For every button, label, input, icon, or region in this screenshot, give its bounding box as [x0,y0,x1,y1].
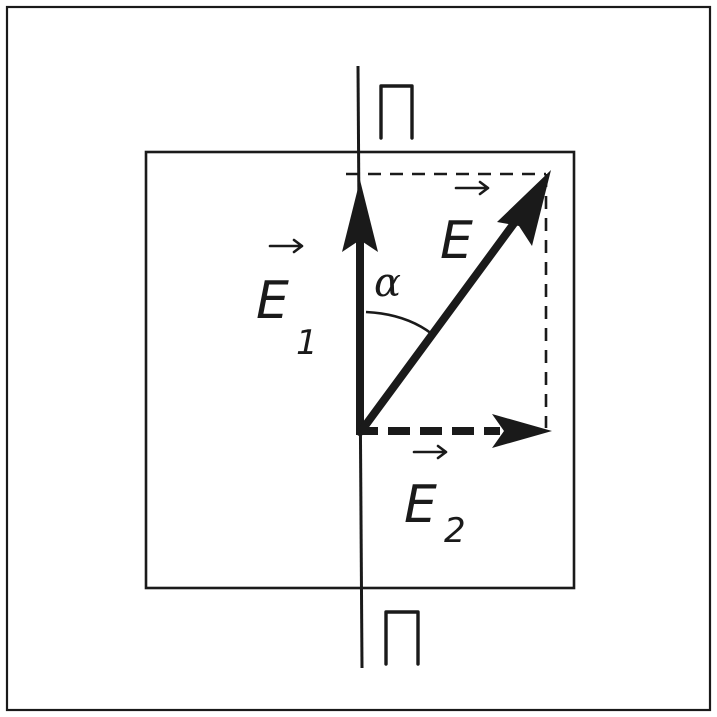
label-e2-letter: E [404,475,437,535]
vector-overarrow-e2 [412,444,448,460]
plane-label-top-text: П [380,87,429,152]
label-e2-subscript: 2 [444,511,466,551]
label-e: E [440,180,490,271]
plane-label-top [379,84,414,140]
plane-label-bottom [384,610,420,666]
outer-frame [5,5,712,712]
label-e1: E 1 [256,238,318,363]
plane-label-bottom-text: П [385,613,434,678]
angle-arc [365,310,433,336]
vector-e-arrow [358,170,551,434]
vector-e1-arrow [342,180,378,436]
label-e-letter: E [440,211,473,271]
label-e1-letter: E [256,271,289,331]
vector-overarrow-e1 [268,238,304,254]
angle-alpha-label: α [374,260,401,306]
vector-e2-arrow [356,414,552,448]
label-e1-subscript: 1 [296,323,318,363]
vector-overarrow-e [454,180,490,196]
label-e2: E 2 [404,444,466,551]
